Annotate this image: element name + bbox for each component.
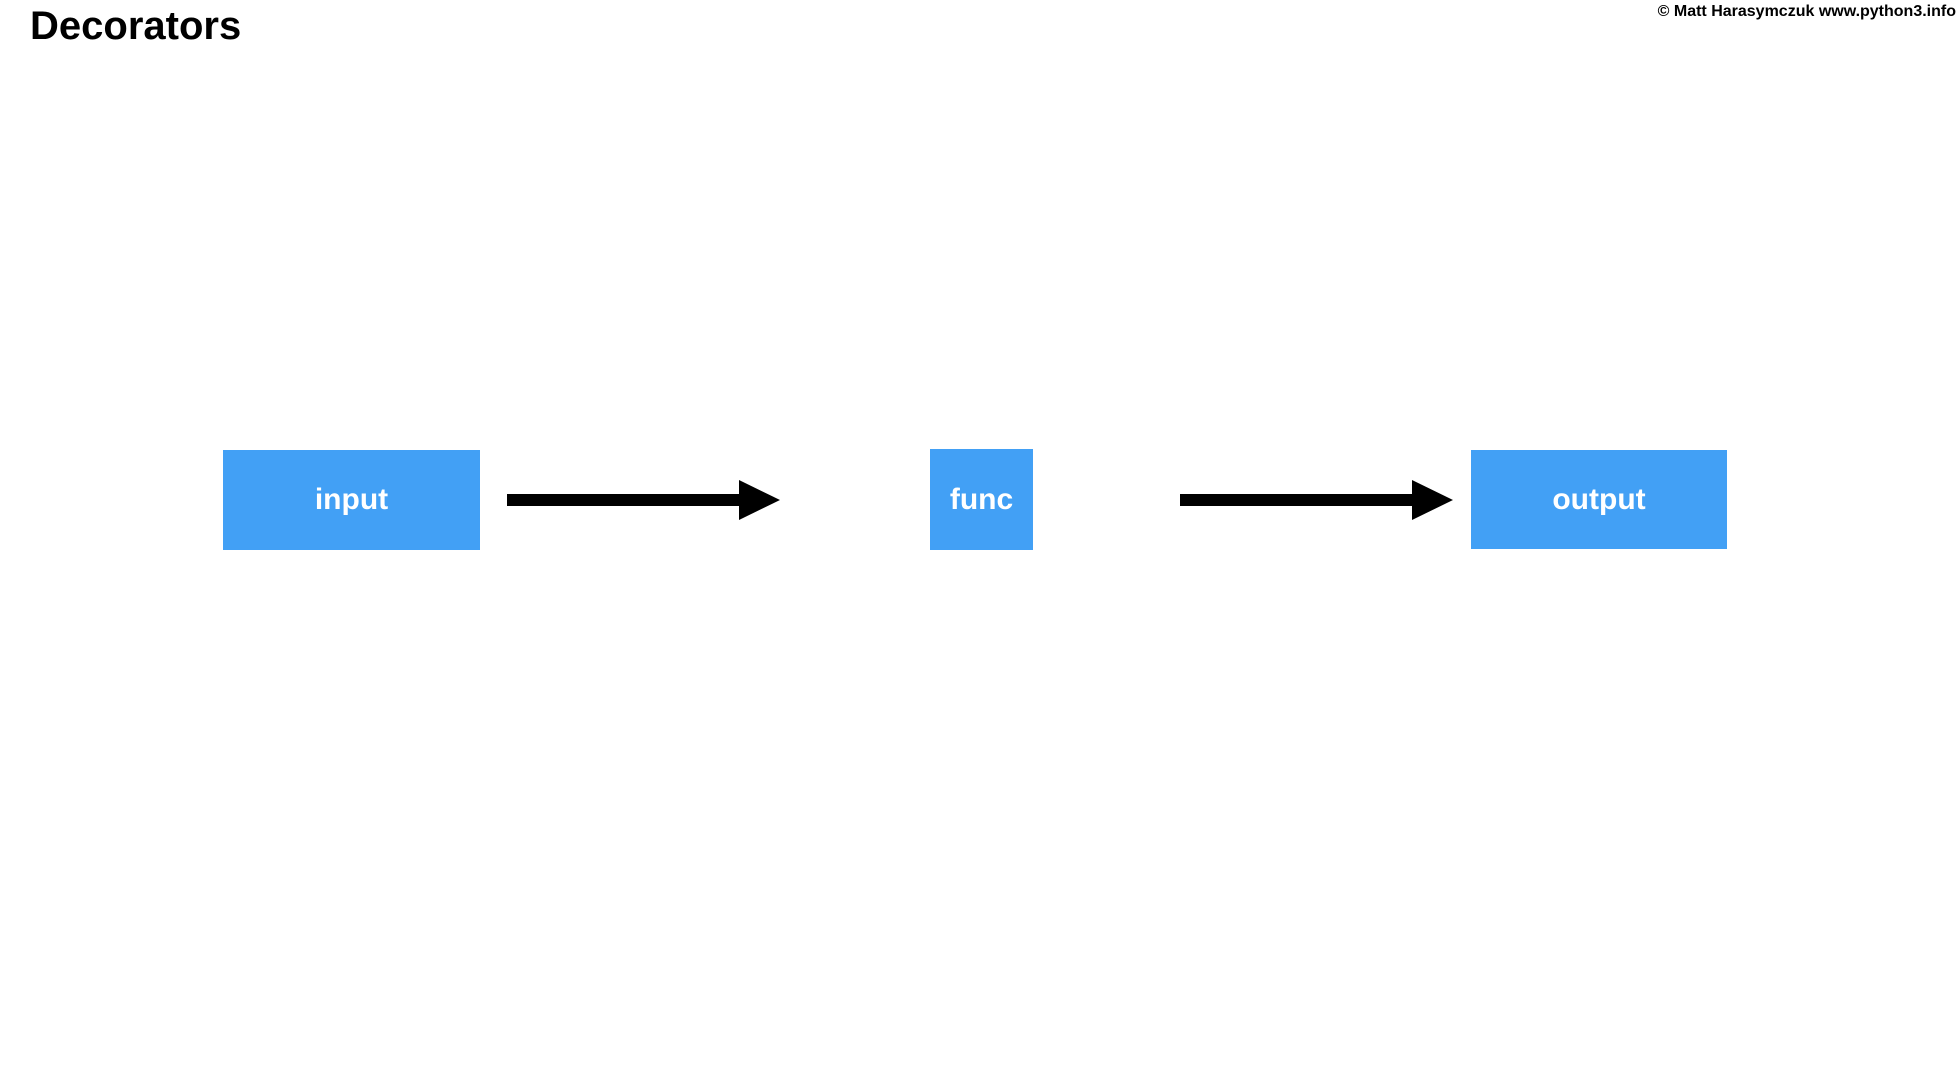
node-input-label: input	[314, 483, 389, 516]
page-title: Decorators	[30, 4, 242, 48]
edge-func-to-output	[1180, 475, 1453, 525]
node-func: func	[930, 449, 1033, 550]
edge-input-to-func	[507, 475, 780, 525]
node-output: output	[1471, 450, 1727, 549]
node-input: input	[223, 450, 480, 550]
arrow-right-icon	[507, 480, 780, 520]
arrow-right-icon	[1180, 480, 1453, 520]
node-output-label: output	[1552, 482, 1646, 516]
copyright-text: © Matt Harasymczuk www.python3.info	[1657, 3, 1956, 20]
node-func-label: func	[949, 482, 1014, 516]
